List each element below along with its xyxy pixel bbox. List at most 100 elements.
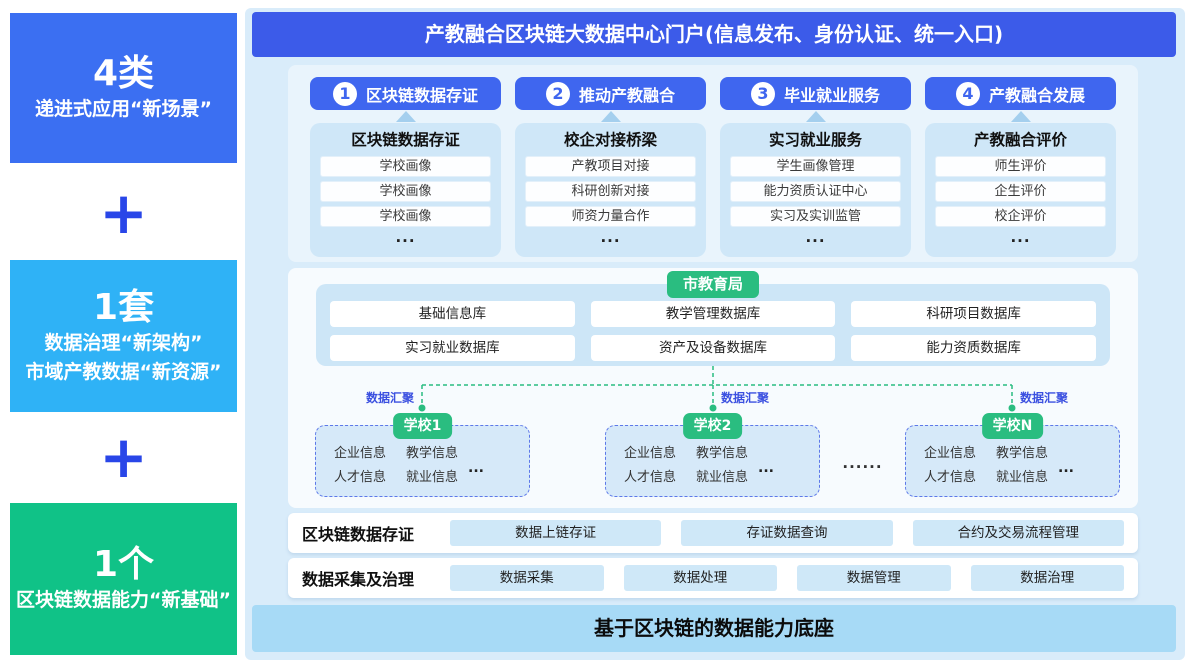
app-column-industry-education: 2 推动产教融合 校企对接桥梁 产教项目对接 科研创新对接 师资力量合作 ... [515, 77, 706, 262]
database-box: 能力资质数据库 [851, 335, 1096, 361]
foundation-footer: 基于区块链的数据能力底座 [252, 605, 1176, 652]
ellipsis-more: ... [1058, 459, 1074, 476]
school-content: 企业信息 教学信息 人才信息 就业信息 ... [606, 426, 819, 485]
school-item: 就业信息 [696, 470, 749, 485]
school-item: 人才信息 [334, 470, 387, 485]
school-item: 教学信息 [406, 446, 459, 461]
schools-ellipsis: ...... [842, 454, 883, 472]
database-box: 基础信息库 [330, 301, 575, 327]
app-card-item: 产教项目对接 [525, 156, 696, 177]
capability-box: 数据采集 [450, 565, 604, 591]
app-card-title: 产教融合评价 [973, 131, 1067, 149]
school-box-1: 学校1 企业信息 教学信息 人才信息 就业信息 ... [315, 413, 530, 497]
app-card-item: 科研创新对接 [525, 181, 696, 202]
capability-box: 数据处理 [623, 565, 777, 591]
app-card-title: 区块链数据存证 [351, 131, 460, 149]
school-item: 企业信息 [924, 446, 977, 461]
number-circle-icon: 2 [545, 81, 570, 106]
app-column-employment-service: 3 毕业就业服务 实习就业服务 学生画像管理 能力资质认证中心 实习及实训监管 … [720, 77, 911, 262]
bureau-database-card: 市教育局 基础信息库 教学管理数据库 科研项目数据库 实习就业数据库 资产及设备… [316, 271, 1110, 366]
bureau-badge: 市教育局 [666, 271, 760, 298]
app-card-item: 学校画像 [320, 206, 491, 227]
database-grid: 基础信息库 教学管理数据库 科研项目数据库 实习就业数据库 资产及设备数据库 能… [330, 301, 1096, 361]
ellipsis-more: ... [395, 228, 416, 246]
up-arrow-icon [395, 111, 416, 122]
app-card-item: 校企评价 [935, 206, 1106, 227]
school-box-n: 学校N 企业信息 教学信息 人才信息 就业信息 ... [905, 413, 1120, 497]
app-card-item: 学生画像管理 [730, 156, 901, 177]
number-circle-icon: 3 [750, 81, 775, 106]
app-card-item: 学校画像 [320, 181, 491, 202]
database-box: 实习就业数据库 [330, 335, 575, 361]
database-box: 教学管理数据库 [590, 301, 836, 327]
aggregation-label: 数据汇聚 [1020, 391, 1069, 405]
applications-band: 1 区块链数据存证 区块链数据存证 学校画像 学校画像 学校画像 ... 2 推… [288, 65, 1138, 262]
ellipsis-more: ... [805, 228, 826, 246]
app-card-item: 能力资质认证中心 [730, 181, 901, 202]
school-badge: 学校1 [392, 413, 453, 439]
plus-icon: + [99, 423, 148, 491]
capability-box: 存证数据查询 [681, 520, 893, 546]
sidebar-block-caption: 递进式应用“新场景” [35, 98, 212, 121]
aggregation-label: 数据汇聚 [365, 391, 414, 405]
up-arrow-icon [805, 111, 826, 122]
school-badge: 学校2 [682, 413, 743, 439]
app-card-item: 企生评价 [935, 181, 1106, 202]
data-center-band: 市教育局 基础信息库 教学管理数据库 科研项目数据库 实习就业数据库 资产及设备… [288, 268, 1138, 508]
app-badge: 4 产教融合发展 [925, 77, 1116, 110]
sidebar-block-caption: 区块链数据能力“新基础” [16, 589, 231, 612]
app-card-title: 实习就业服务 [768, 131, 862, 149]
ellipsis-more: ... [1010, 228, 1031, 246]
sidebar-block-new-foundation: 1个 区块链数据能力“新基础” [10, 503, 237, 655]
up-arrow-icon [600, 111, 621, 122]
database-box: 科研项目数据库 [851, 301, 1096, 327]
sidebar-block-new-scenarios: 4类 递进式应用“新场景” [10, 13, 237, 163]
school-item-grid: 企业信息 教学信息 人才信息 就业信息 [334, 442, 458, 485]
school-badge: 学校N [981, 413, 1044, 439]
ellipsis-more: ... [758, 459, 774, 476]
row-label: 区块链数据存证 [302, 525, 415, 544]
school-item: 企业信息 [334, 446, 387, 461]
ellipsis-more: ... [600, 228, 621, 246]
main-diagram-panel: 产教融合区块链大数据中心门户(信息发布、身份认证、统一入口) 1 区块链数据存证… [245, 8, 1185, 660]
app-card: 区块链数据存证 学校画像 学校画像 学校画像 ... [310, 123, 501, 257]
number-circle-icon: 4 [955, 81, 980, 106]
row-label: 数据采集及治理 [302, 570, 415, 589]
capability-box: 数据管理 [797, 565, 951, 591]
school-item: 就业信息 [406, 470, 459, 485]
row-boxes: 数据采集 数据处理 数据管理 数据治理 [450, 565, 1124, 591]
app-badge-label: 区块链数据存证 [365, 85, 478, 105]
sidebar-block-number: 4类 [92, 53, 155, 95]
school-item: 人才信息 [624, 470, 677, 485]
school-content: 企业信息 教学信息 人才信息 就业信息 ... [906, 426, 1119, 485]
sidebar-block-number: 1个 [92, 544, 155, 586]
school-item: 教学信息 [696, 446, 749, 461]
app-badge-label: 毕业就业服务 [783, 85, 880, 105]
app-card-item: 师生评价 [935, 156, 1106, 177]
school-item: 就业信息 [996, 470, 1049, 485]
school-item-grid: 企业信息 教学信息 人才信息 就业信息 [624, 442, 748, 485]
number-circle-icon: 1 [332, 81, 357, 106]
portal-header: 产教融合区块链大数据中心门户(信息发布、身份认证、统一入口) [252, 12, 1176, 57]
school-item: 教学信息 [996, 446, 1049, 461]
app-badge-label: 推动产教融合 [578, 85, 675, 105]
blockchain-certification-row: 区块链数据存证 数据上链存证 存证数据查询 合约及交易流程管理 [288, 513, 1138, 553]
row-boxes: 数据上链存证 存证数据查询 合约及交易流程管理 [450, 520, 1124, 546]
app-card-title: 校企对接桥梁 [563, 131, 657, 149]
app-card: 产教融合评价 师生评价 企生评价 校企评价 ... [925, 123, 1116, 257]
sidebar-block-caption: 市域产教数据“新资源” [25, 360, 222, 383]
capability-box: 数据治理 [970, 565, 1124, 591]
plus-icon: + [99, 179, 148, 247]
database-box: 资产及设备数据库 [590, 335, 836, 361]
sidebar-block-number: 1套 [92, 286, 155, 328]
app-badge: 1 区块链数据存证 [310, 77, 501, 110]
app-badge: 3 毕业就业服务 [720, 77, 911, 110]
sidebar-block-caption: 数据治理“新架构” [44, 332, 203, 355]
school-content: 企业信息 教学信息 人才信息 就业信息 ... [316, 426, 529, 485]
school-item: 企业信息 [624, 446, 677, 461]
app-card-item: 实习及实训监管 [730, 206, 901, 227]
capability-box: 合约及交易流程管理 [912, 520, 1124, 546]
aggregation-label: 数据汇聚 [721, 391, 770, 405]
app-badge-label: 产教融合发展 [988, 85, 1085, 105]
sidebar: 4类 递进式应用“新场景” + 1套 数据治理“新架构” 市域产教数据“新资源”… [10, 0, 237, 669]
